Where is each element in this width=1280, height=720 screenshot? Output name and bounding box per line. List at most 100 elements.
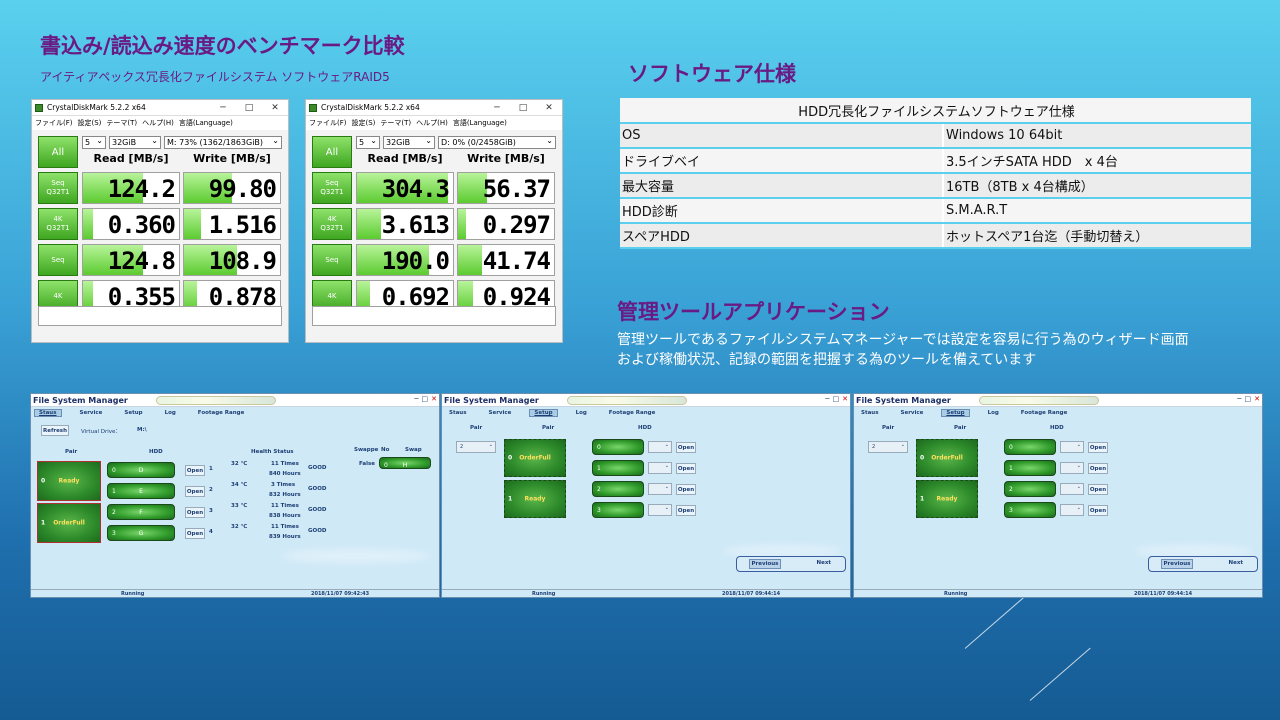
open-button[interactable]: Open xyxy=(1088,442,1108,453)
tab-footage-range[interactable]: Footage Range xyxy=(1020,410,1068,416)
hdd-select[interactable] xyxy=(1060,462,1084,474)
test-button[interactable]: Seq xyxy=(38,244,78,276)
tab-log[interactable]: Log xyxy=(164,410,176,416)
menu-item[interactable]: 言語(Language) xyxy=(178,119,233,127)
tab-log[interactable]: Log xyxy=(987,410,999,416)
next-button[interactable]: Next xyxy=(816,560,831,566)
maximize-button[interactable]: □ xyxy=(1244,395,1252,403)
count-select[interactable]: 5 xyxy=(82,136,106,149)
maximize-button[interactable]: □ xyxy=(832,395,840,403)
open-button[interactable]: Open xyxy=(676,505,696,516)
hdd-select[interactable] xyxy=(648,504,672,516)
close-button[interactable]: ✕ xyxy=(842,395,848,403)
minimize-button[interactable]: ─ xyxy=(1237,395,1242,403)
tab-service[interactable]: Service xyxy=(79,410,103,416)
menu-item[interactable]: 設定(S) xyxy=(351,119,376,127)
open-button[interactable]: Open xyxy=(676,442,696,453)
menu-item[interactable]: ファイル(F) xyxy=(309,119,347,127)
tab-setup[interactable]: Setup xyxy=(529,409,558,417)
minimize-button[interactable]: ─ xyxy=(825,395,830,403)
tab-setup[interactable]: Setup xyxy=(941,409,970,417)
hdd-pill[interactable]: 1 xyxy=(592,460,644,476)
previous-button[interactable]: Previous xyxy=(749,559,781,569)
previous-button[interactable]: Previous xyxy=(1161,559,1193,569)
tab-staus[interactable]: Staus xyxy=(449,410,467,416)
tab-log[interactable]: Log xyxy=(575,410,587,416)
hdd-select[interactable] xyxy=(1060,483,1084,495)
open-button[interactable]: Open xyxy=(185,465,205,476)
menu-item[interactable]: 設定(S) xyxy=(77,119,102,127)
open-button[interactable]: Open xyxy=(1088,484,1108,495)
close-button[interactable]: ✕ xyxy=(1254,395,1260,403)
hdd-select[interactable] xyxy=(648,483,672,495)
minimize-button[interactable]: ─ xyxy=(494,102,500,113)
all-button[interactable]: All xyxy=(312,136,352,168)
hdd-pill[interactable]: 2 xyxy=(592,481,644,497)
hdd-select[interactable] xyxy=(648,441,672,453)
hdd-pill[interactable]: 1 xyxy=(1004,460,1056,476)
hdd-pill[interactable]: 2 xyxy=(1004,481,1056,497)
open-button[interactable]: Open xyxy=(676,484,696,495)
menu-item[interactable]: ファイル(F) xyxy=(35,119,73,127)
hdd-pill[interactable]: 3 xyxy=(1004,502,1056,518)
menu-item[interactable]: 言語(Language) xyxy=(452,119,507,127)
minimize-button[interactable]: ─ xyxy=(220,102,226,113)
tab-staus[interactable]: Staus xyxy=(34,409,62,417)
close-button[interactable]: ✕ xyxy=(545,102,553,113)
tab-service[interactable]: Service xyxy=(488,410,512,416)
open-button[interactable]: Open xyxy=(185,507,205,518)
comment-field[interactable] xyxy=(312,306,556,326)
tab-footage-range[interactable]: Footage Range xyxy=(197,410,245,416)
size-select[interactable]: 32GiB xyxy=(383,136,435,149)
drive-select[interactable]: M: 73% (1362/1863GiB) xyxy=(164,136,282,149)
menu-item[interactable]: テーマ(T) xyxy=(380,119,412,127)
size-select[interactable]: 32GiB xyxy=(109,136,161,149)
pair-count-select[interactable]: 2 xyxy=(868,441,908,453)
test-button[interactable]: Seq xyxy=(312,244,352,276)
open-button[interactable]: Open xyxy=(676,463,696,474)
tab-staus[interactable]: Staus xyxy=(861,410,879,416)
hdd-select[interactable] xyxy=(1060,504,1084,516)
minimize-button[interactable]: ─ xyxy=(414,395,419,403)
menu-item[interactable]: テーマ(T) xyxy=(106,119,138,127)
hdd-pill[interactable]: 0 xyxy=(1004,439,1056,455)
hdd-select[interactable] xyxy=(648,462,672,474)
menu-item[interactable]: ヘルプ(H) xyxy=(142,119,174,127)
close-button[interactable]: ✕ xyxy=(431,395,437,403)
open-button[interactable]: Open xyxy=(1088,463,1108,474)
open-button[interactable]: Open xyxy=(1088,505,1108,516)
open-button[interactable]: Open xyxy=(185,528,205,539)
maximize-button[interactable]: □ xyxy=(244,102,254,113)
close-button[interactable]: ✕ xyxy=(271,102,279,113)
tab-setup[interactable]: Setup xyxy=(124,410,143,416)
maximize-button[interactable]: □ xyxy=(518,102,528,113)
refresh-button[interactable]: Refresh xyxy=(41,425,69,436)
all-button[interactable]: All xyxy=(38,136,78,168)
maximize-button[interactable]: □ xyxy=(421,395,429,403)
tab-service[interactable]: Service xyxy=(900,410,924,416)
pair-count-select[interactable]: 2 xyxy=(456,441,496,453)
tab-footage-range[interactable]: Footage Range xyxy=(608,410,656,416)
hdd-pill[interactable]: 3 xyxy=(592,502,644,518)
hdd-pill[interactable]: 0 xyxy=(592,439,644,455)
hdd-select[interactable] xyxy=(1060,441,1084,453)
drive-select[interactable]: D: 0% (0/2458GiB) xyxy=(438,136,556,149)
comment-field[interactable] xyxy=(38,306,282,326)
open-button[interactable]: Open xyxy=(185,486,205,497)
count-select[interactable]: 5 xyxy=(356,136,380,149)
